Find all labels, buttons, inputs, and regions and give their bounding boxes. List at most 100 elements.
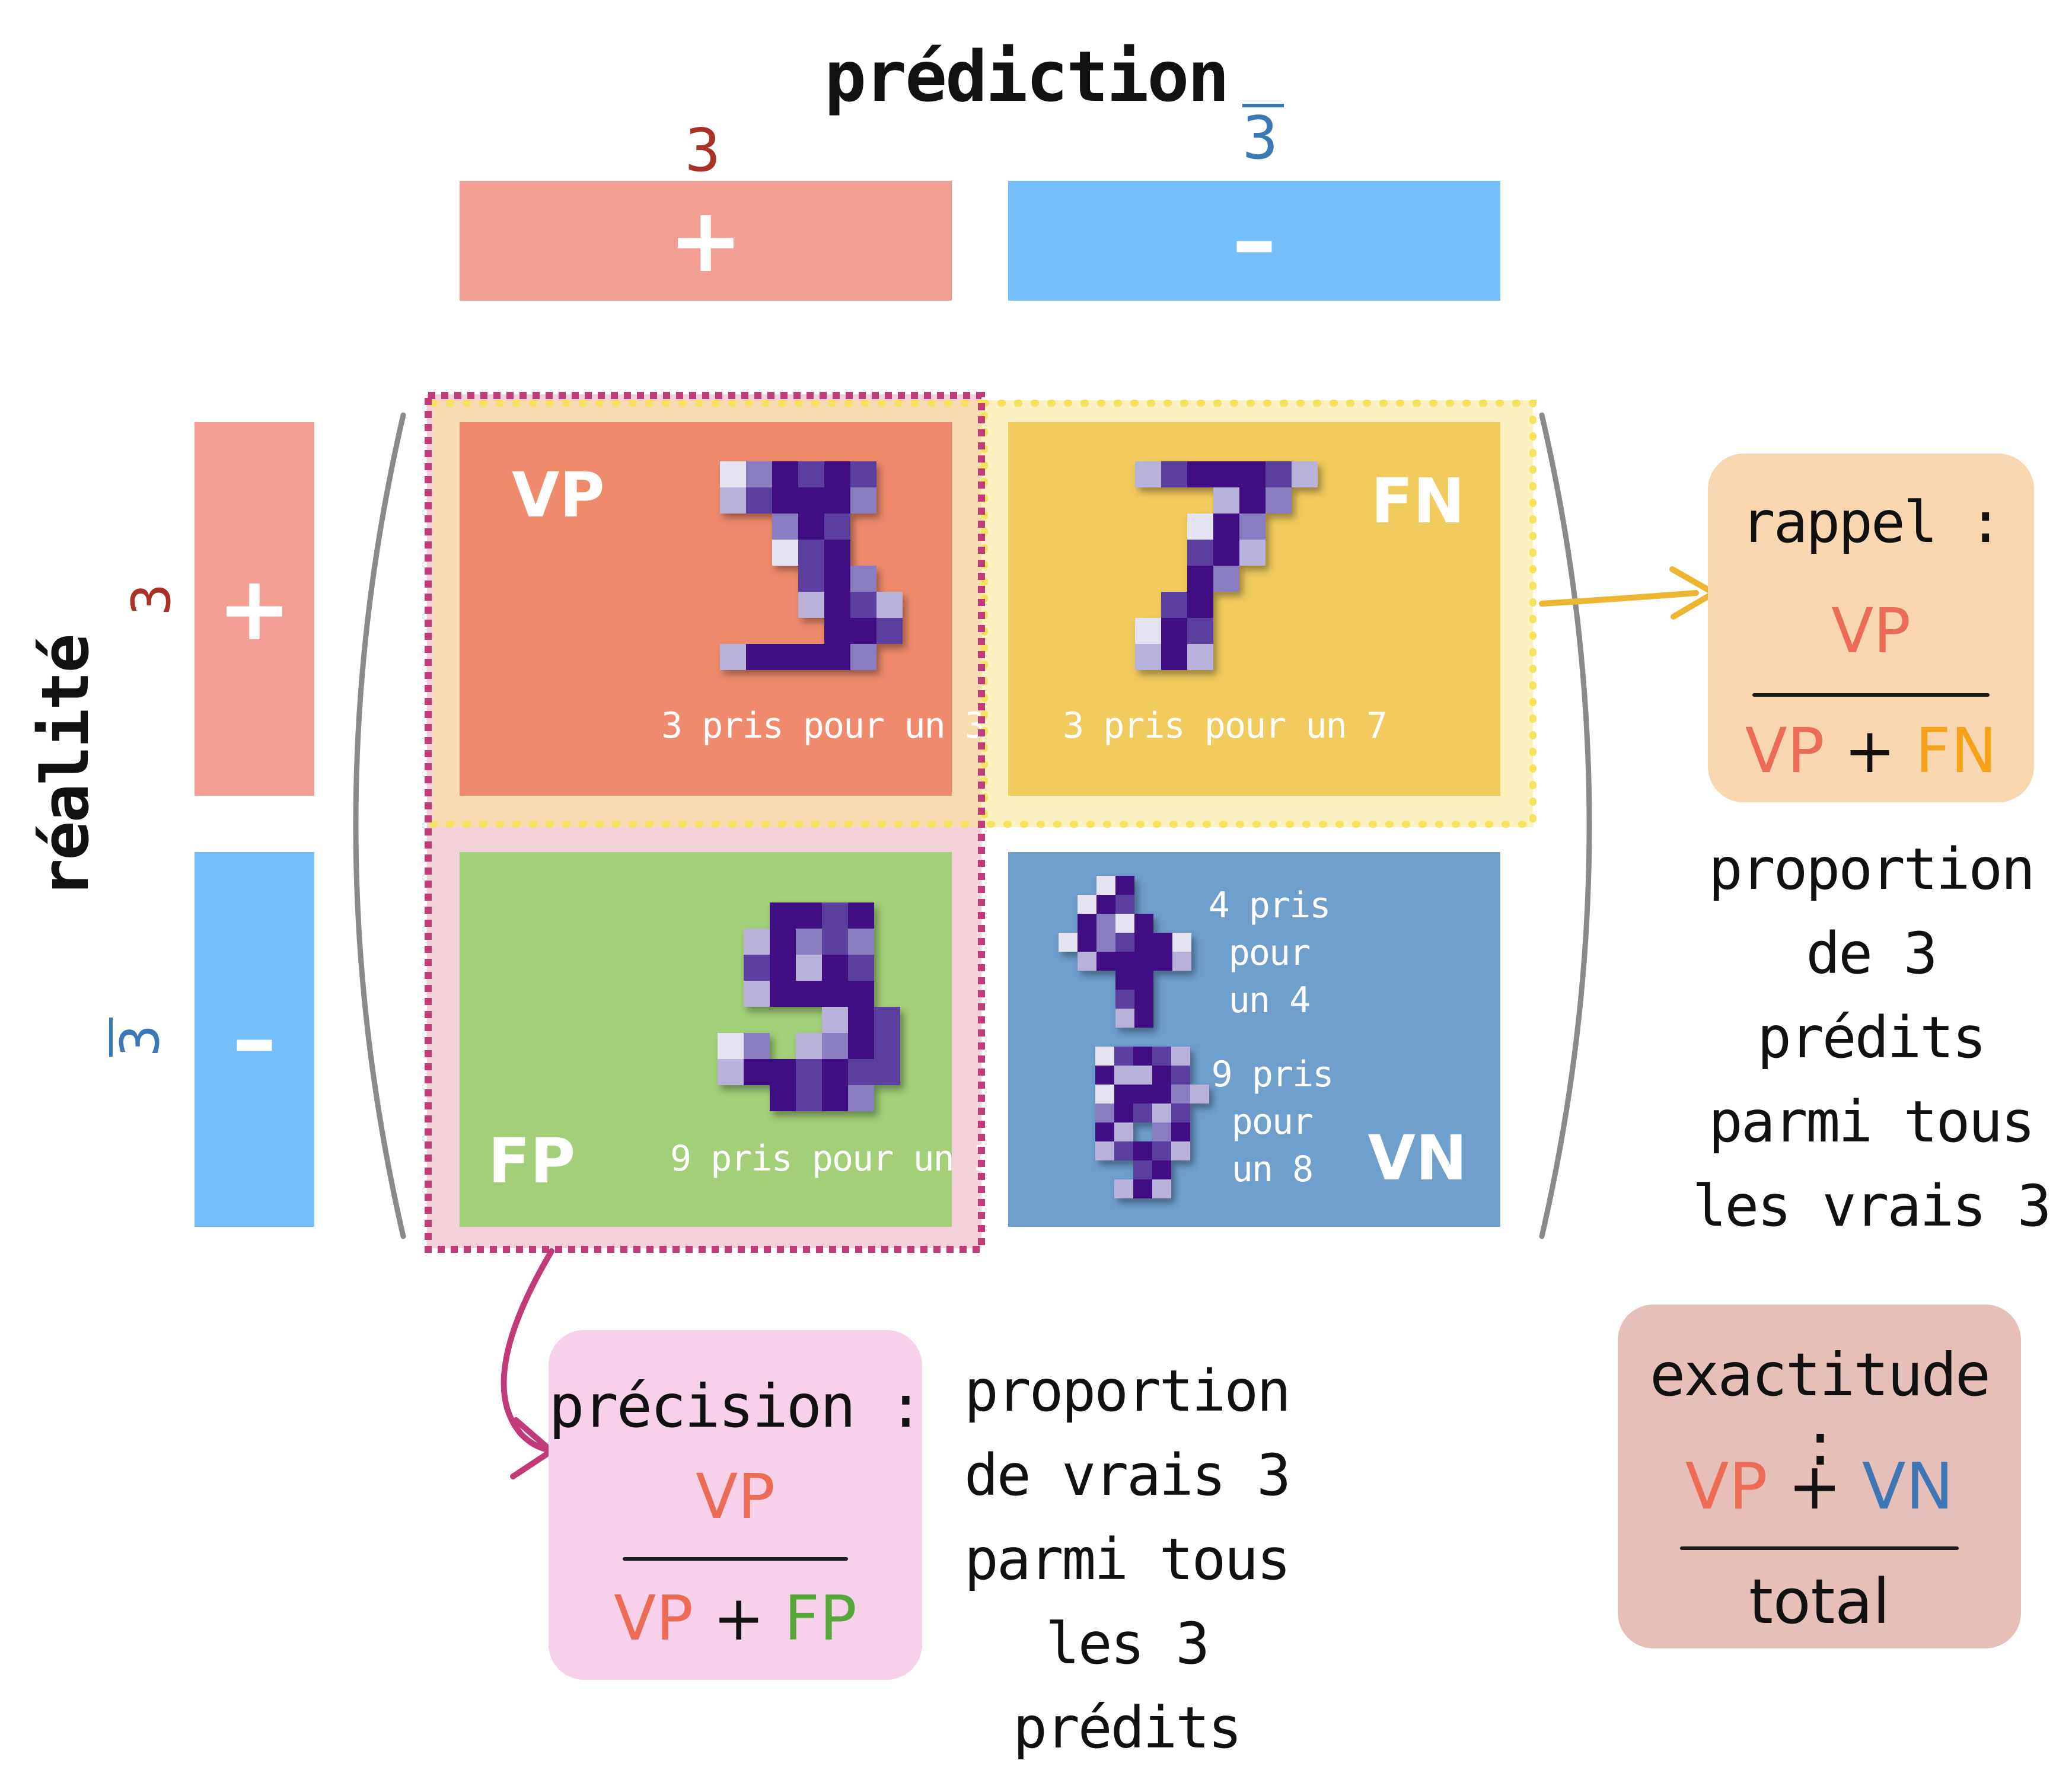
digit-pixel (850, 461, 876, 487)
cell-vn-label: VN (1367, 1122, 1467, 1194)
digit-pixel (822, 1085, 848, 1111)
digit-pixel (1161, 618, 1187, 644)
cell-vn: VN 4 pris pour un 4 9 pris pour un 8 (1008, 852, 1500, 1227)
digit-pixel (744, 955, 770, 981)
digit-pixel (1265, 487, 1292, 514)
cell-fp-caption: 9 pris pour un 3 (670, 1138, 995, 1179)
digit-pixel (744, 929, 770, 955)
cell-fp-label: FP (488, 1125, 576, 1197)
digit-pixel (1134, 990, 1153, 1009)
digit-pixel (798, 540, 824, 566)
pred-positive-class-label: 3 (685, 116, 721, 185)
digit-pixel (1153, 952, 1172, 971)
digit-pixel (772, 644, 798, 670)
digit-pixel (1161, 592, 1187, 618)
exactitude-box: exactitude : VP + VN total (1618, 1305, 2021, 1648)
caption-line: pour (1228, 932, 1311, 974)
digit-pixel (1095, 1104, 1114, 1122)
num-vp: VP (1685, 1450, 1768, 1524)
caption-line: un 8 (1231, 1149, 1314, 1190)
digit-3-image (694, 461, 903, 670)
digit-pixel (850, 592, 876, 618)
digit-pixel (850, 644, 876, 670)
digit-pixel (1115, 876, 1134, 895)
digit-pixel (1152, 1141, 1171, 1160)
digit-pixel (1096, 876, 1115, 895)
digit-8-image (1076, 1047, 1228, 1198)
right-bracket (1539, 412, 1592, 1239)
digit-pixel (874, 1059, 900, 1085)
digit-pixel (1171, 1141, 1190, 1160)
digit-pixel (1152, 1179, 1171, 1198)
digit-pixel (770, 1059, 796, 1085)
desc-line: parmi tous (1708, 1089, 2035, 1155)
digit-7-image (1109, 461, 1318, 670)
caption-line: 9 pris (1211, 1054, 1334, 1095)
den-fp: FP (784, 1582, 857, 1654)
digit-pixel (1171, 1104, 1190, 1122)
digit-pixel (1213, 461, 1239, 487)
exactitude-title: exactitude : (1649, 1340, 1991, 1479)
digit-pixel (824, 592, 850, 618)
digit-pixel (1095, 1085, 1114, 1104)
digit-pixel (798, 487, 824, 514)
digit-pixel (770, 981, 796, 1007)
digit-pixel (1115, 1009, 1134, 1028)
minus-sign: – (232, 988, 277, 1091)
digit-pixel (1152, 1066, 1171, 1085)
digit-pixel (850, 487, 876, 514)
digit-pixel (1095, 1066, 1114, 1085)
desc-line: les 3 prédits (1013, 1610, 1242, 1761)
caption-line: un 4 (1228, 980, 1311, 1021)
digit-pixel (1078, 952, 1096, 971)
digit-pixel (772, 540, 798, 566)
digit-pixel (1114, 1122, 1133, 1141)
cell-vp-label: VP (512, 459, 605, 531)
digit-pixel (746, 461, 772, 487)
digit-pixel (874, 1033, 900, 1059)
desc-line: de vrais 3 (964, 1442, 1291, 1509)
rappel-box: rappel : VP VP + FN (1708, 454, 2034, 802)
cell-vp-caption: 3 pris pour un 3 (661, 705, 986, 747)
digit-pixel (1133, 1047, 1152, 1066)
digit-pixel (718, 1059, 744, 1085)
digit-pixel (824, 618, 850, 644)
precision-fraction-line (623, 1557, 848, 1561)
digit-pixel (1114, 1047, 1133, 1066)
cell-fn-label: FN (1370, 465, 1465, 537)
plus-sign: + (668, 189, 743, 292)
digit-4-image (1059, 876, 1210, 1028)
digit-pixel (1078, 895, 1096, 914)
digit-pixel (1213, 566, 1239, 592)
digit-pixel (1115, 895, 1134, 914)
digit-pixel (1078, 933, 1096, 952)
digit-pixel (1096, 952, 1115, 971)
digit-pixel (824, 644, 850, 670)
digit-pixel (796, 955, 822, 981)
digit-pixel (1078, 914, 1096, 933)
precision-title: précision : (549, 1372, 923, 1441)
digit-pixel (796, 1085, 822, 1111)
digit-pixel (1135, 461, 1161, 487)
digit-pixel (1152, 1047, 1171, 1066)
digit-pixel (1115, 952, 1134, 971)
digit-pixel (850, 566, 876, 592)
digit-pixel (822, 1033, 848, 1059)
digit-pixel (1172, 933, 1191, 952)
digit-pixel (824, 461, 850, 487)
exactitude-numerator: VP + VN (1618, 1450, 2021, 1524)
digit-pixel (822, 1007, 848, 1033)
digit-pixel (822, 955, 848, 981)
precision-denominator: VP + FP (549, 1582, 922, 1654)
digit-pixel (798, 514, 824, 540)
digit-pixel (746, 644, 772, 670)
digit-pixel (1171, 1066, 1190, 1085)
digit-pixel (822, 902, 848, 929)
digit-pixel (848, 929, 874, 955)
den-fn: FN (1915, 715, 1997, 787)
digit-pixel (1114, 1179, 1133, 1198)
digit-pixel (1187, 540, 1213, 566)
cell-fp: FP 9 pris pour un 3 (460, 852, 995, 1227)
digit-pixel (1187, 592, 1213, 618)
digit-pixel (1133, 1160, 1152, 1179)
